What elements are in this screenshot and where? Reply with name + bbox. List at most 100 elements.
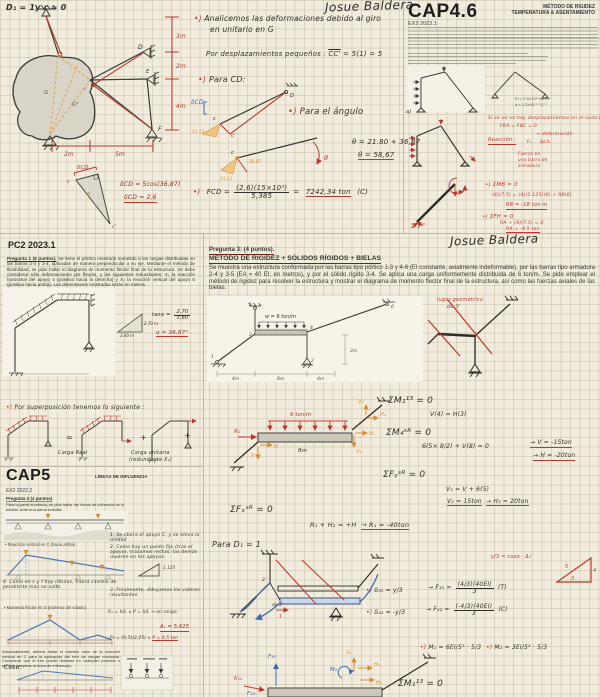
cap46-title: CAP4.6 <box>408 1 478 22</box>
cap5-caption-moment: • Momento flector en D (extremo del vola… <box>4 605 86 610</box>
angle-53-label-2: 53,13 <box>220 176 232 181</box>
cap46-list-d <box>408 63 516 66</box>
p3-metodo-title: MÉTODO DE RIGIDEZ + SÓLIDOS RÍGIDOS + BI… <box>209 255 382 265</box>
blob-label-g: G <box>44 90 48 96</box>
cap46-list-a <box>408 53 528 56</box>
pc2-tri-height-label: 2.70 m <box>144 321 158 326</box>
cap5-title: CAP5 <box>6 467 51 484</box>
p3-dim-4m-left: 4m <box>232 376 240 382</box>
p3-dim-4m-right: 4m <box>317 376 325 382</box>
p3-fbd-h-label: H <box>274 444 278 450</box>
cap46-subtitle-2: TEMPERATURA & ASENTAMIENTO <box>511 10 595 16</box>
cap5-bridge-figure <box>2 511 128 541</box>
pc2-tri-base-label: 3.60 m <box>120 333 134 338</box>
cap46-red-frame-figure <box>409 119 476 167</box>
cap46-eq-1: •) ΣMB = 0 <box>485 182 518 188</box>
p3-node-1: 1 <box>211 354 214 360</box>
cap5-subtitle: LÍNEAS DE INFLUENCIA <box>95 474 148 479</box>
p3-ratio-triangle: 3 4 5 <box>555 556 596 583</box>
p3-fbd-load-label: 6 ton/m <box>290 412 311 418</box>
page-pc2[interactable]: PC2 2023.1 Pregunta 1 (8 puntos). Se tie… <box>0 233 203 466</box>
pc2-frame-unit <box>148 418 197 464</box>
p3-cos-note: y/3 = cosα · Δ₃' <box>491 554 533 560</box>
pc2-superposition-note: •) Por superposición tenemos lo siguient… <box>6 404 145 411</box>
page-cap5[interactable]: CAP5 LÍNEAS DE INFLUENCIA EX2 2022.2 Pre… <box>0 466 203 697</box>
p3-problem-text: Se muestra una estructura conformada por… <box>209 265 595 292</box>
cap46-item-a: a) <box>406 109 412 115</box>
delta-triangle-figure: δCD c c' θ <box>67 165 116 230</box>
page-divider-vertical-top <box>403 0 404 234</box>
pc2-angle-triangle: 2.70 m 3.60 m <box>116 313 158 338</box>
p3-node-2: 2 <box>311 358 314 364</box>
cap46-printed-frame-a <box>407 66 485 113</box>
cap46-reaccion-label: Reacción : <box>488 137 517 145</box>
c-prime-label: c' <box>231 133 235 139</box>
note-desplazamientos: Por desplazamientos pequeños : CC' = 5(1… <box>206 50 383 58</box>
cap46-eq-3: RB = -18 ton·m <box>506 202 548 210</box>
c-label-2: c <box>231 150 234 156</box>
note-giro-2: en unitario en G <box>210 25 274 34</box>
pc2-equals: = <box>66 433 73 442</box>
pc2-caption-unit-2: (redundante X₁) <box>129 457 173 463</box>
page-truss-notes[interactable]: D₁ = 1y r = 0 Josue Baldera G G* <box>0 0 420 233</box>
p3-eq-v2: V₂ = V + 6(5) <box>446 486 490 493</box>
p3-eq-r1: R₁ + H₂ = +H → R₁ = -40ton <box>310 521 410 530</box>
p3-fbd-v2-bar: V₂ <box>356 449 361 455</box>
p3-dim-8m: 8m <box>277 376 285 382</box>
cap46-list-c <box>408 59 546 63</box>
page-cap46[interactable]: CAP4.6 MÉTODO DE RIGIDEZ TEMPERATURA & A… <box>403 0 600 234</box>
cap46-subtitle-1: MÉTODO DE RIGIDEZ <box>543 4 595 10</box>
cap46-f1-label: F₁ <box>527 140 532 145</box>
blob-label-g2: G* <box>72 102 79 108</box>
tri-cprime-label: c' <box>112 224 116 230</box>
cap5-intro-text: Para la parte mostrada, se pide hallar l… <box>6 502 125 512</box>
dim-3m: 3m <box>176 33 186 40</box>
p3-fbd2-h2-label-1: H₂ <box>374 662 380 668</box>
p3-moment-2: •) M₂ = 3EI/5² · 5/3 <box>486 644 548 651</box>
p3-structure-figure: w = 6 ton/m 1 2 3 4 5 6 4m 8m 4m 3m <box>207 296 423 382</box>
cap46-exam-label: EX2 2023.1 <box>408 21 437 27</box>
theta-label: θ <box>324 154 328 162</box>
pc2-alpha-result: α = 36,87° <box>156 330 189 338</box>
pc2-plus-1: + <box>140 433 147 442</box>
p3-fbd2-v2-label: V₂ <box>346 650 351 656</box>
pc2-plus-2: + <box>184 431 191 440</box>
page-divider-vertical-bottom <box>203 233 204 697</box>
p3-fbd-h2-upper: H₂ <box>380 412 386 418</box>
cap5-influence-figure-2 <box>6 614 113 645</box>
node-label-f: F <box>158 126 162 133</box>
dim-2m-right: 2m <box>176 63 186 70</box>
cap46-note-2: FBA = FBC = 0 <box>500 124 537 129</box>
cap5-influence-figure-1 <box>6 550 125 580</box>
p3-def-node-3p: de 3' <box>272 602 283 608</box>
p3-eq-moment13: ΣM₁¹³ = 0 <box>388 396 434 406</box>
tri-theta-label: θ <box>87 192 90 198</box>
p3-delta-42: •) δ₄₂ = -y/3 <box>366 609 406 616</box>
p3-fbd-h2-bar: H₂ <box>369 431 375 437</box>
p3-dim-3m: 3m <box>350 348 358 354</box>
pc2-caption-real: Carga Real <box>58 450 88 456</box>
angle-53-label: 53,13 <box>192 129 204 134</box>
tri-delta-label: δCD <box>77 165 88 171</box>
cap5-extra-text: Adicionalmente, deberá hallar el máximo … <box>2 649 120 669</box>
p3-eq-fy: ΣFᵧˢᴿ = 0 <box>383 470 426 480</box>
p3-node-5: 5 <box>249 302 252 308</box>
cap46-eq-4: •) ΣFH = 0 <box>482 214 514 220</box>
pc2-frame-real-released <box>78 415 132 462</box>
cap5-influence-figure-3 <box>16 670 114 693</box>
theta-result: θ = 58,67 <box>358 151 395 161</box>
p3-deformed-shape-figure: 1 2 de 3' <box>230 549 384 622</box>
cap5-note-4: 4. Como en c y f hay rótulas, habrá camb… <box>3 580 117 591</box>
p3-signature: Josue Baldera <box>449 231 539 249</box>
dim-5m-bottom: 5m <box>115 151 125 158</box>
cap46-ei-note: EI = 1.5×10⁴ ton·m² <box>515 96 551 101</box>
pc2-caption-unit-1: Carga unitaria <box>131 450 170 456</box>
cap5-exam-label: EX2 2022.2 <box>6 488 33 494</box>
cap46-armadura-3: armadura <box>518 163 541 168</box>
p3-fbd-v-label: V <box>251 453 255 459</box>
page-pregunta3[interactable]: Josue Baldera Pregunta 3: (4 puntos). MÉ… <box>203 231 600 697</box>
p3-locus-sketch <box>427 295 519 378</box>
p3-eq-moment13-final: ΣM₁¹³ = 0 <box>398 679 444 689</box>
p3-tri-4: 4 <box>593 568 596 574</box>
